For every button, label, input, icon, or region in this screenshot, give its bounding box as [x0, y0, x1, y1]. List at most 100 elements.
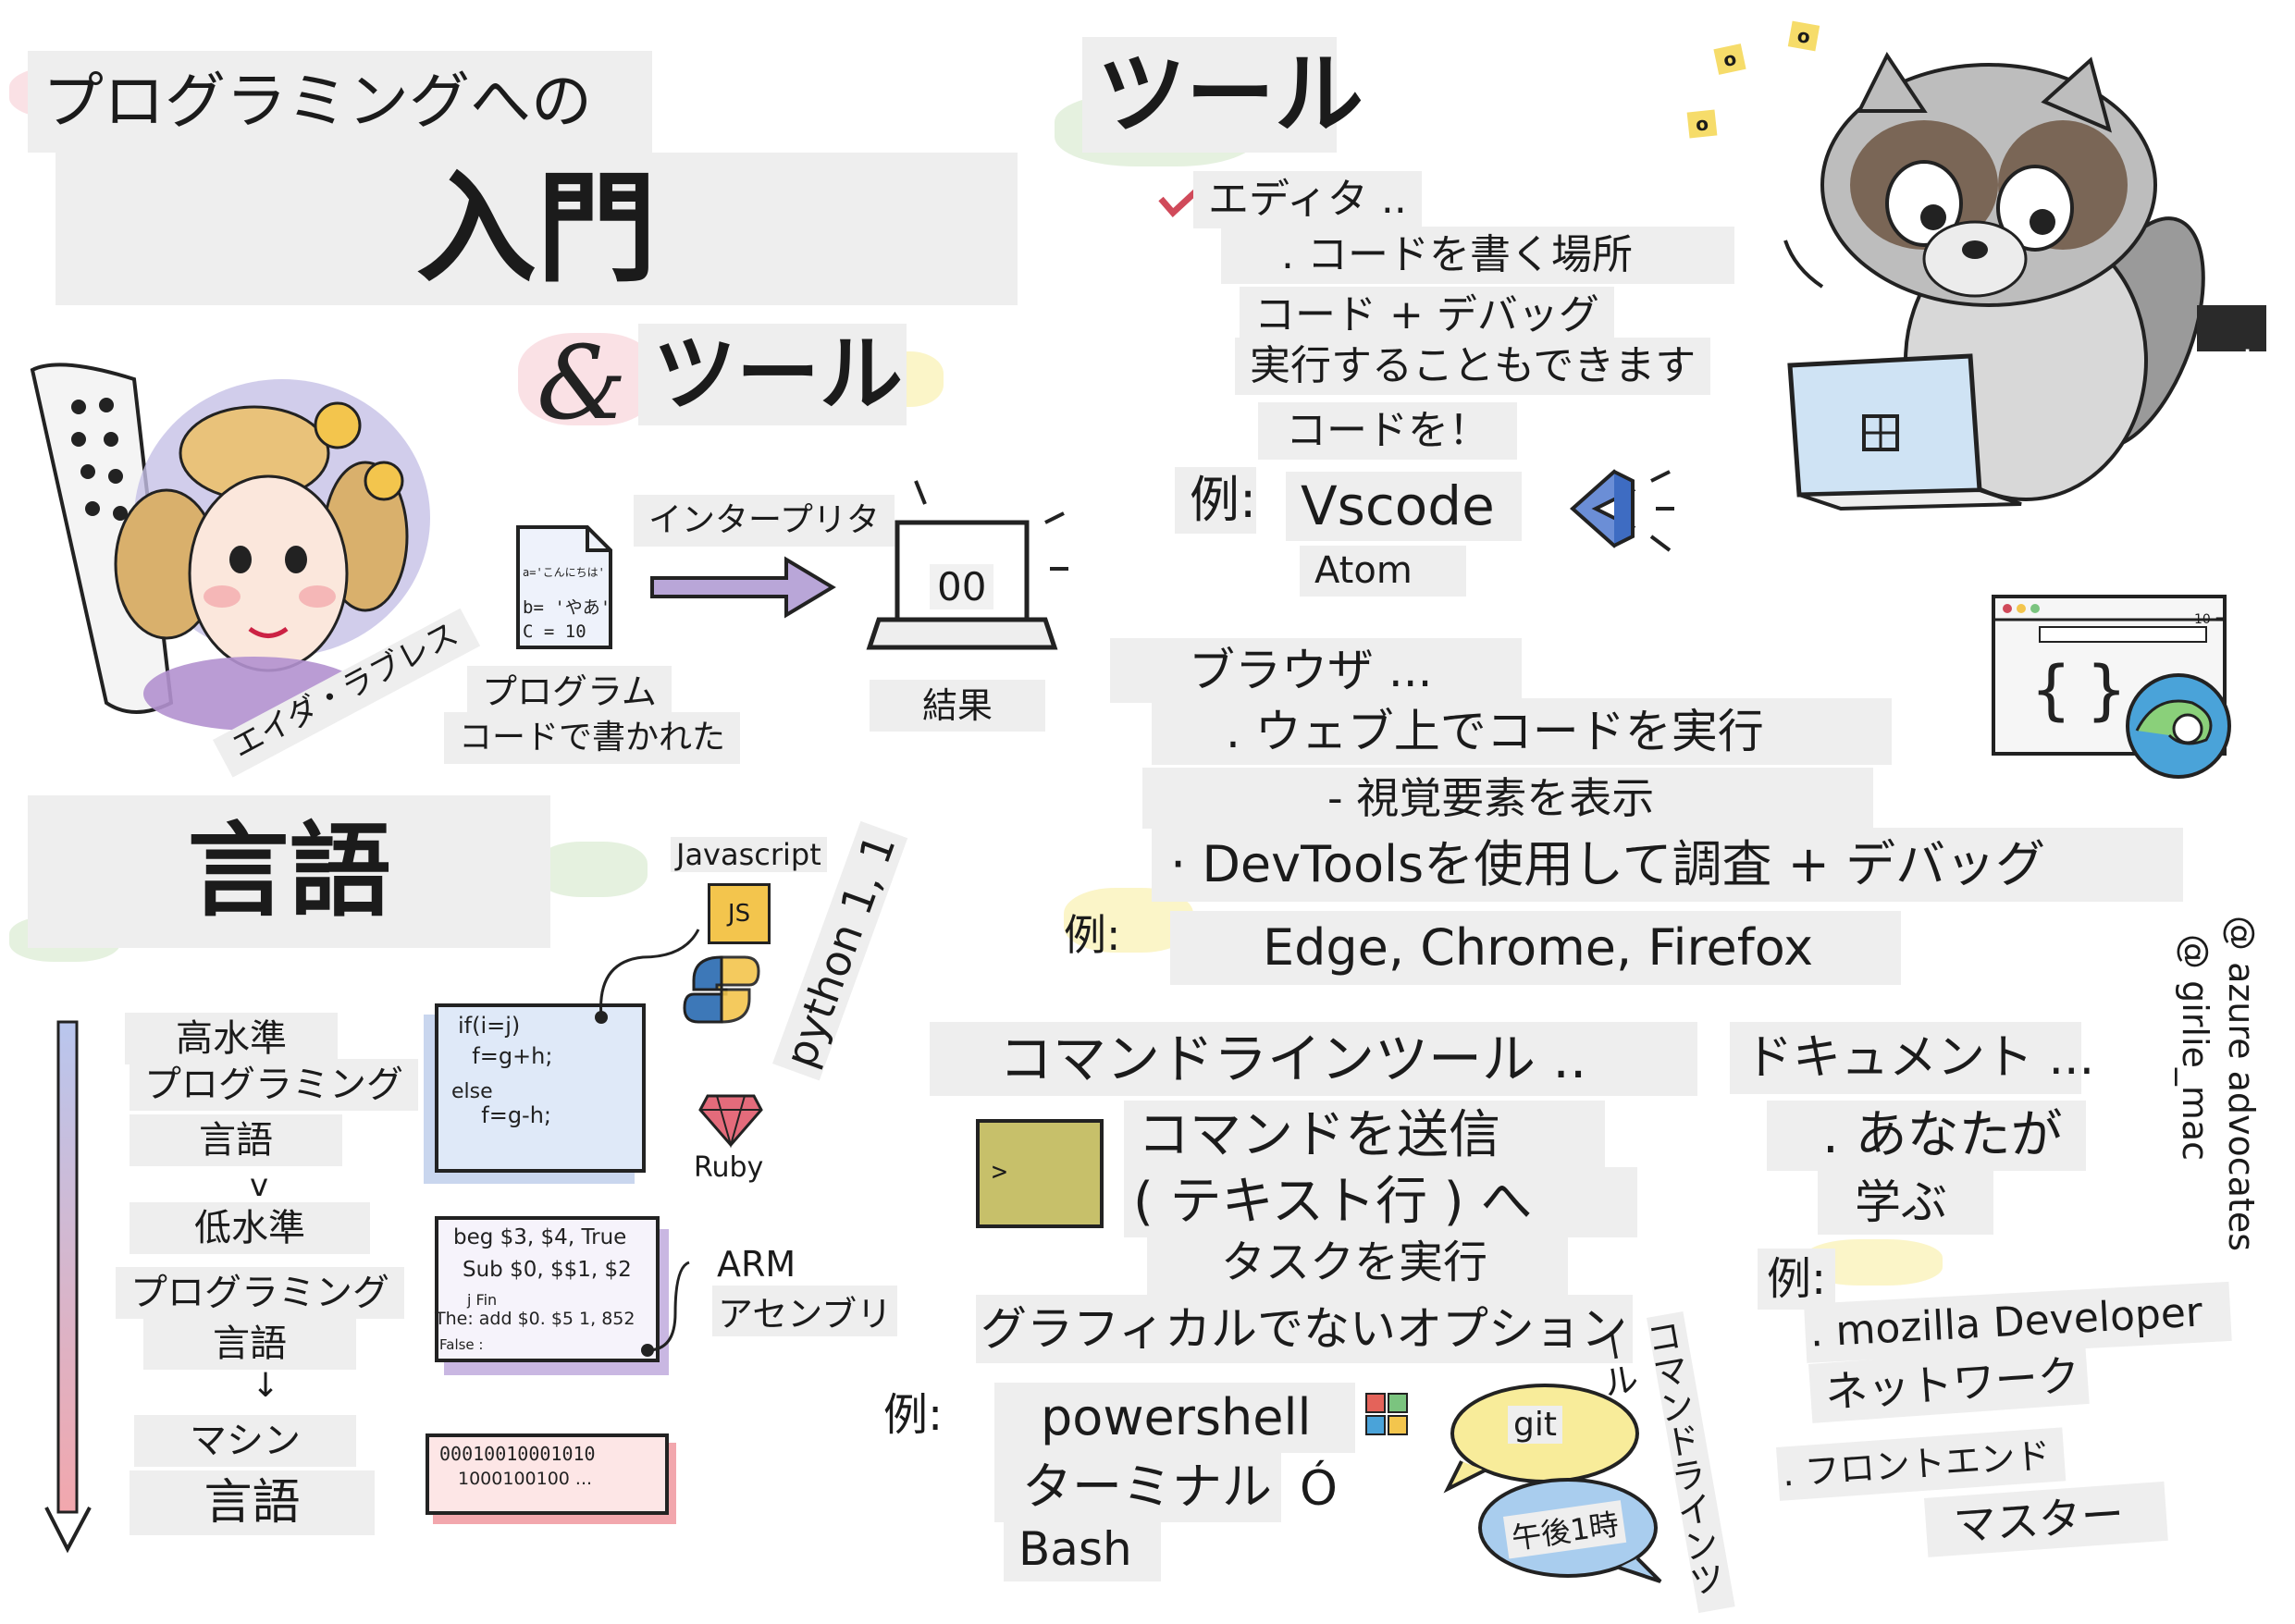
browser-window-number: 10 =: [2194, 612, 2226, 627]
machine-line-2: 言語: [130, 1470, 375, 1535]
cli-example-bash: Bash: [1004, 1517, 1161, 1581]
docs-heading: ドキュメント ...: [1730, 1022, 2094, 1094]
low-level-line-1: 低水準: [130, 1202, 370, 1254]
intro-title: 入門: [56, 153, 1018, 305]
arm-label: アセンブリ: [712, 1286, 898, 1336]
low-level-line-2: プログラミング: [116, 1267, 404, 1319]
apple-icon: Ó: [1300, 1461, 1338, 1517]
editor-example-atom: Atom: [1300, 546, 1466, 597]
svg-text:{: {: [2030, 652, 2072, 728]
browser-heading: ブラウザ ...: [1110, 638, 1522, 703]
editor-heading: エディタ ..: [1193, 171, 1422, 228]
editor-example-vscode: Vscode: [1286, 472, 1522, 541]
code-line: if(i=j): [458, 1013, 521, 1039]
git-label: git: [1508, 1406, 1562, 1444]
js-icon: JS: [708, 883, 771, 944]
svg-text:}: }: [2086, 652, 2128, 728]
high-level-line-1: 高水準: [125, 1013, 338, 1064]
editor-example-label: 例:: [1175, 467, 1257, 534]
tools-title: ツール: [1082, 37, 1363, 153]
docs-line-1: . あなたが: [1767, 1101, 2086, 1171]
ampersand: &: [537, 324, 627, 442]
connector-line: [595, 929, 700, 1024]
cli-line-4: グラフィカルでないオプション: [976, 1295, 1633, 1363]
check-heart-icon: [1158, 187, 1201, 218]
terminal-prompt: >: [992, 1156, 1007, 1187]
editor-line-4: コードを！: [1258, 402, 1517, 460]
cli-example-terminal: ターミナル: [994, 1452, 1281, 1522]
cli-line-1: コマンドを送信: [1124, 1101, 1605, 1171]
editor-line-2: コード + デバッグ: [1240, 287, 1614, 344]
browser-line-3: · DevToolsを使用して調査 + デバッグ: [1152, 828, 2183, 902]
assembly-code-card: [435, 1216, 660, 1362]
windows-icon: [1365, 1393, 1408, 1435]
connector-line: [641, 1261, 690, 1357]
cli-heading: コマンドラインツール ..: [930, 1022, 1697, 1096]
code-line: beg $3, $4, True: [453, 1225, 627, 1249]
editor-line-3: 実行することもできます: [1235, 338, 1711, 395]
terminal-icon: [976, 1119, 1104, 1228]
edge-icon: [2126, 673, 2231, 779]
code-line: f=g-h;: [467, 1102, 552, 1128]
vs-label: v: [250, 1167, 269, 1204]
pink-wash: [518, 333, 657, 425]
docs-line-2: 学ぶ: [1818, 1170, 1993, 1235]
intro-tools: ツール: [638, 324, 907, 425]
green-wash: [537, 842, 648, 897]
result-label: 結果: [870, 680, 1045, 732]
code-line: Sub $0, $$1, $2: [463, 1258, 632, 1282]
vscode-icon: [1569, 469, 1674, 552]
javascript-label: Javascript: [671, 837, 827, 872]
machine-code-card: [426, 1433, 669, 1515]
machine-line-1: マシン: [134, 1415, 356, 1467]
code-line: The: add $0. $5 1, 852: [435, 1309, 635, 1329]
interpreter-label: インタープリタ: [634, 495, 895, 547]
ruby-label: Ruby: [694, 1151, 764, 1184]
code-line: else: [451, 1080, 493, 1103]
result-screen-text: 00: [930, 564, 994, 609]
ruby-icon: [698, 1094, 763, 1149]
code-line: b= 'やあ': [523, 597, 611, 618]
code-line: f=g+h;: [458, 1043, 553, 1069]
docs-example-label: 例:: [1758, 1249, 1836, 1310]
browser-line-1: . ウェブ上でコードを実行: [1152, 698, 1892, 765]
code-line: j Fin: [467, 1291, 498, 1309]
down-arrow-icon: ↓: [252, 1367, 280, 1405]
note-icon: o: [1787, 20, 1820, 52]
code-line: a='こんにちは': [523, 566, 605, 579]
intro-subtitle: プログラミングへの: [28, 51, 652, 153]
raccoon-illustration: [1783, 52, 2266, 501]
cli-line-2: ( テキスト行 ) へ: [1124, 1167, 1637, 1237]
cli-example-label: 例:: [883, 1389, 944, 1441]
code-line: C = 10: [523, 621, 586, 642]
code-line: 1000100100 ...: [458, 1469, 593, 1489]
low-level-line-3: 言語: [143, 1318, 356, 1370]
arm-label: ARM: [717, 1244, 796, 1285]
code-line: 00010010001010: [439, 1443, 596, 1465]
high-level-code-card: [435, 1003, 646, 1173]
gradient-arrow-icon: [44, 1020, 92, 1554]
note-icon: o: [1686, 109, 1718, 139]
interpreter-arrow-icon: [650, 556, 836, 619]
note-icon: o: [1713, 43, 1746, 75]
code-line: False :: [439, 1336, 484, 1353]
cli-example-powershell: powershell: [994, 1383, 1355, 1453]
document-icon: [516, 525, 612, 649]
credit-girlie-mac: @ girlie_mac: [2175, 934, 2215, 1162]
program-label: プログラム: [467, 666, 672, 718]
browser-examples: Edge, Chrome, Firefox: [1170, 911, 1901, 985]
languages-title: 言語: [28, 795, 550, 948]
high-level-line-2: プログラミング: [130, 1059, 418, 1111]
docs-example-masters: マスター: [1924, 1481, 2168, 1557]
cli-line-3: タスクを実行: [1147, 1230, 1568, 1295]
docs-example-frontend: . フロントエンド: [1776, 1427, 2067, 1501]
browser-example-label: 例:: [1064, 910, 1121, 960]
credit-azure-advocates: @ azure advocates: [2221, 916, 2262, 1252]
browser-line-2: - 視覚要素を表示: [1142, 768, 1873, 829]
high-level-line-3: 言語: [130, 1114, 342, 1166]
raccoon-badge: mi: [2206, 344, 2253, 387]
python-icon: [683, 955, 760, 1024]
laptop-icon: [1787, 353, 2022, 511]
editor-line-1: . コードを書く場所: [1221, 227, 1734, 284]
ada-lovelace-illustration: [30, 363, 430, 731]
